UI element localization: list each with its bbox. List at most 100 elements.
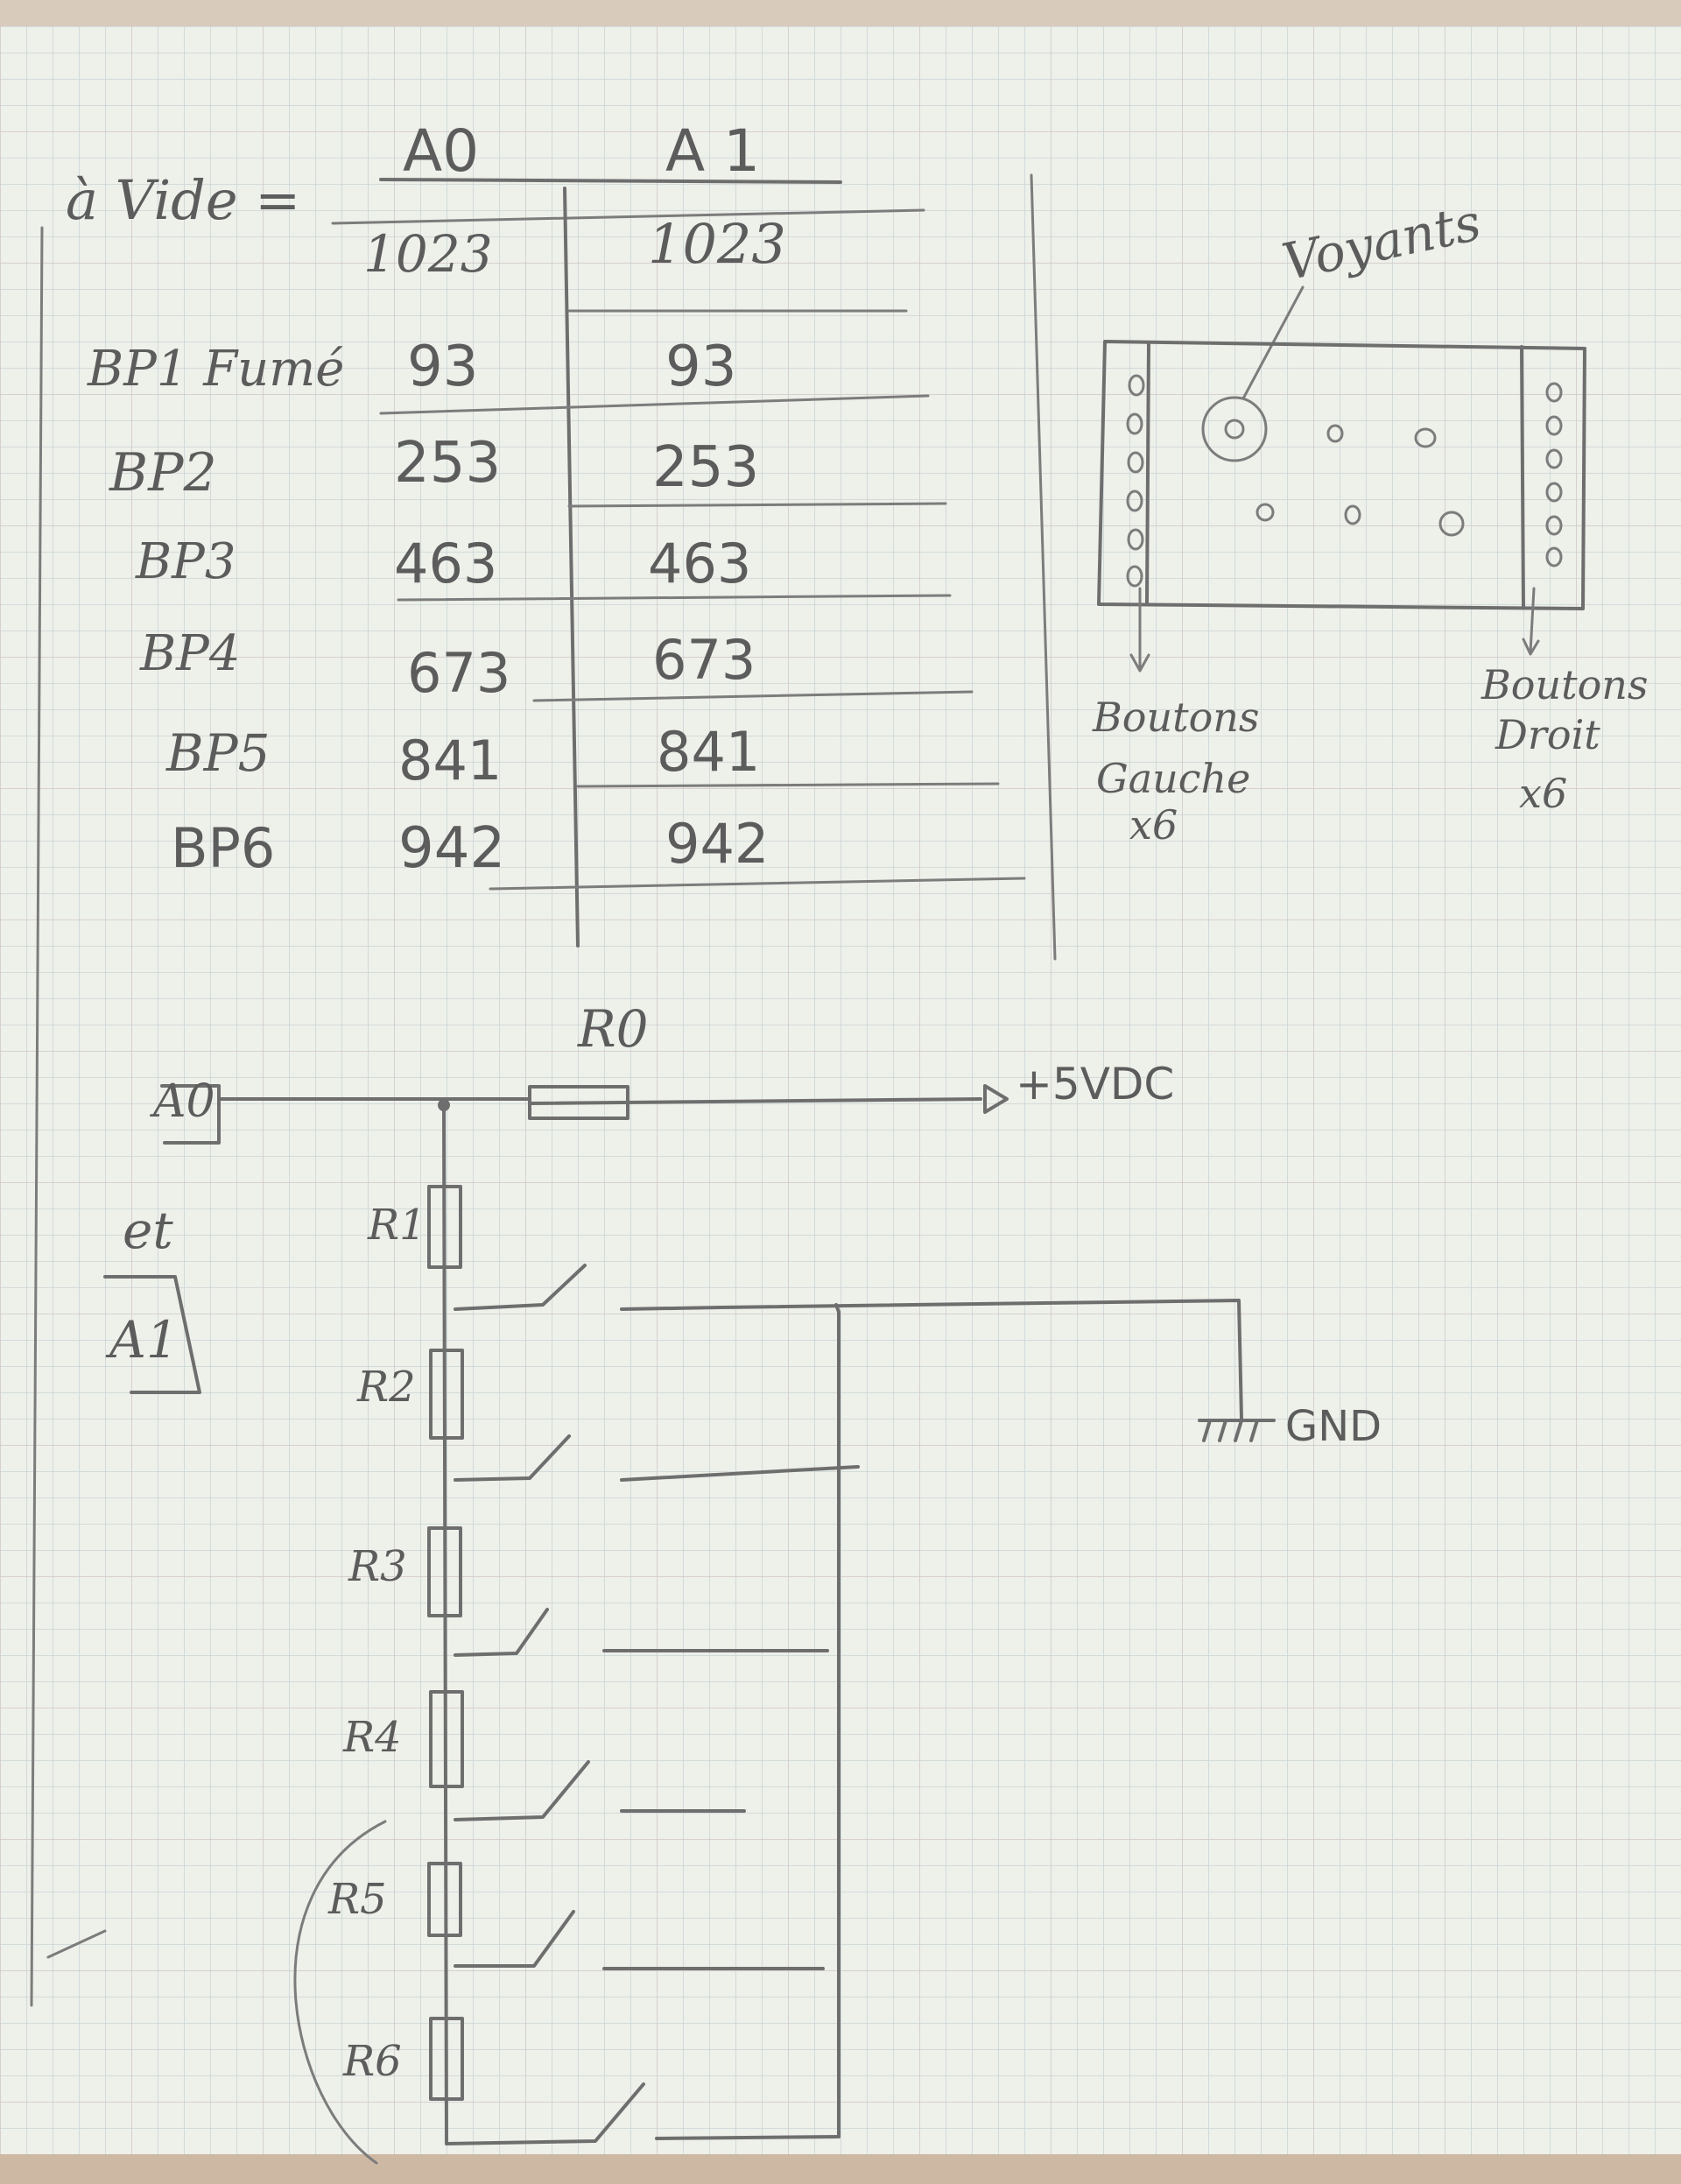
a0-input-label: A0 [150,1075,215,1128]
left-buttons-arrow [1129,587,1150,673]
row-label-bp2: BP2 [109,442,217,504]
resistor-r4 [429,1690,464,1788]
switch-4 [454,1760,746,1821]
r5-label: R5 [327,1875,387,1924]
row-a1-bp2: 253 [652,435,759,500]
right-button-3 [1545,448,1563,469]
resistor-r0 [528,1085,629,1120]
indicator-5 [1344,504,1361,525]
left-button-3 [1127,451,1144,474]
right-buttons-label-3: x6 [1519,770,1567,817]
ladder-spine [442,1103,448,2145]
empty-value-a1: 1023 [648,212,786,276]
indicator-main-inner [1224,419,1245,440]
table-header-line [379,178,842,184]
row-line-5 [576,782,1000,788]
r1-label: R1 [367,1201,426,1250]
a0-bracket [160,1084,221,1145]
ground-symbol [1198,1419,1276,1442]
row-a0-bp4: 673 [407,641,510,705]
row-line-6 [489,877,1026,891]
resistor-r3 [427,1526,462,1617]
row-a0-bp5: 841 [398,729,502,793]
row-a0-bp3: 463 [394,532,497,595]
row-a1-bp5: 841 [657,720,760,784]
row-a0-bp6: 942 [398,816,505,881]
switch-1 [454,1264,722,1311]
switch-6 [445,2082,840,2145]
right-buttons-arrow [1522,587,1540,656]
left-button-4 [1126,490,1143,512]
row-a1-bp3: 463 [648,532,751,595]
row-line-3 [397,594,952,602]
resistor-r5 [427,1862,462,1937]
r3-label: R3 [348,1542,407,1591]
right-button-1 [1545,382,1563,403]
left-buttons-label-2: Gauche [1096,755,1250,802]
right-button-6 [1545,546,1563,567]
right-buttons-label-1: Boutons [1481,661,1649,708]
left-button-6 [1126,565,1143,588]
ground-wire [719,1299,1243,1420]
switch-2 [454,1434,860,1482]
header-a1: A 1 [665,117,760,185]
row-a1-bp4: 673 [652,628,756,692]
circuit-diagram: R0 A0 +5VDC et A1 R1 R2 R3 R4 R5 [46,999,1382,2165]
right-button-4 [1545,482,1563,503]
indicator-lights [1201,396,1465,537]
r6-label: R6 [342,2037,402,2086]
row-label-bp3: BP3 [135,533,236,590]
and-label: et [123,1201,173,1260]
panel-left-strip [1145,342,1150,604]
left-buttons-label-1: Boutons [1092,694,1260,741]
indicator-6 [1438,511,1465,537]
supply-arrow [983,1084,1009,1114]
row-line-1 [379,394,930,415]
row-label-bp6: BP6 [171,816,275,880]
empty-value-a0: 1023 [363,224,493,284]
center-divider-line [1030,173,1057,961]
stray-mark [46,1929,107,1959]
r4-label: R4 [342,1713,402,1762]
a1-input-label: A1 [105,1310,179,1370]
ground-label: GND [1285,1402,1382,1451]
left-button-1 [1128,374,1145,397]
right-buttons-column [1545,382,1563,567]
row-line-2 [567,502,947,508]
indicator-2 [1326,424,1344,443]
left-margin-line [30,226,44,2007]
r0-label: R0 [577,999,649,1059]
table-vertical-line [563,187,580,948]
left-buttons-column [1126,374,1145,588]
measurement-table: à Vide = A0 A 1 1023 1023 BP1 Fumé 93 93… [66,117,1026,948]
row-a1-bp6: 942 [665,812,769,876]
right-button-2 [1545,415,1563,436]
left-button-2 [1126,412,1143,435]
resistor-r1 [427,1185,462,1269]
indicator-main-outer [1201,396,1268,462]
row-a1-bp1: 93 [665,335,736,399]
resistor-r2 [429,1349,464,1440]
stray-arc [293,1820,387,2165]
header-a0: A0 [403,117,479,185]
supply-label: +5VDC [1016,1059,1174,1110]
row-label-bp4: BP4 [139,625,240,682]
left-buttons-label-3: x6 [1129,801,1178,849]
r2-label: R2 [356,1363,416,1412]
indicator-4 [1255,503,1275,522]
right-button-5 [1545,515,1563,536]
switch-5 [454,1910,825,1970]
panel-outline [1097,340,1586,610]
indicator-3 [1414,427,1437,448]
table-header-line-2 [331,208,925,225]
empty-label: à Vide = [66,168,300,232]
left-button-5 [1127,528,1144,551]
a1-bracket [103,1275,201,1394]
row-label-bp1: BP1 Fumé [87,341,344,398]
row-label-bp5: BP5 [165,723,271,783]
bottom-edge [0,2154,1681,2184]
switch-3 [454,1608,829,1657]
row-a0-bp1: 93 [407,335,478,399]
